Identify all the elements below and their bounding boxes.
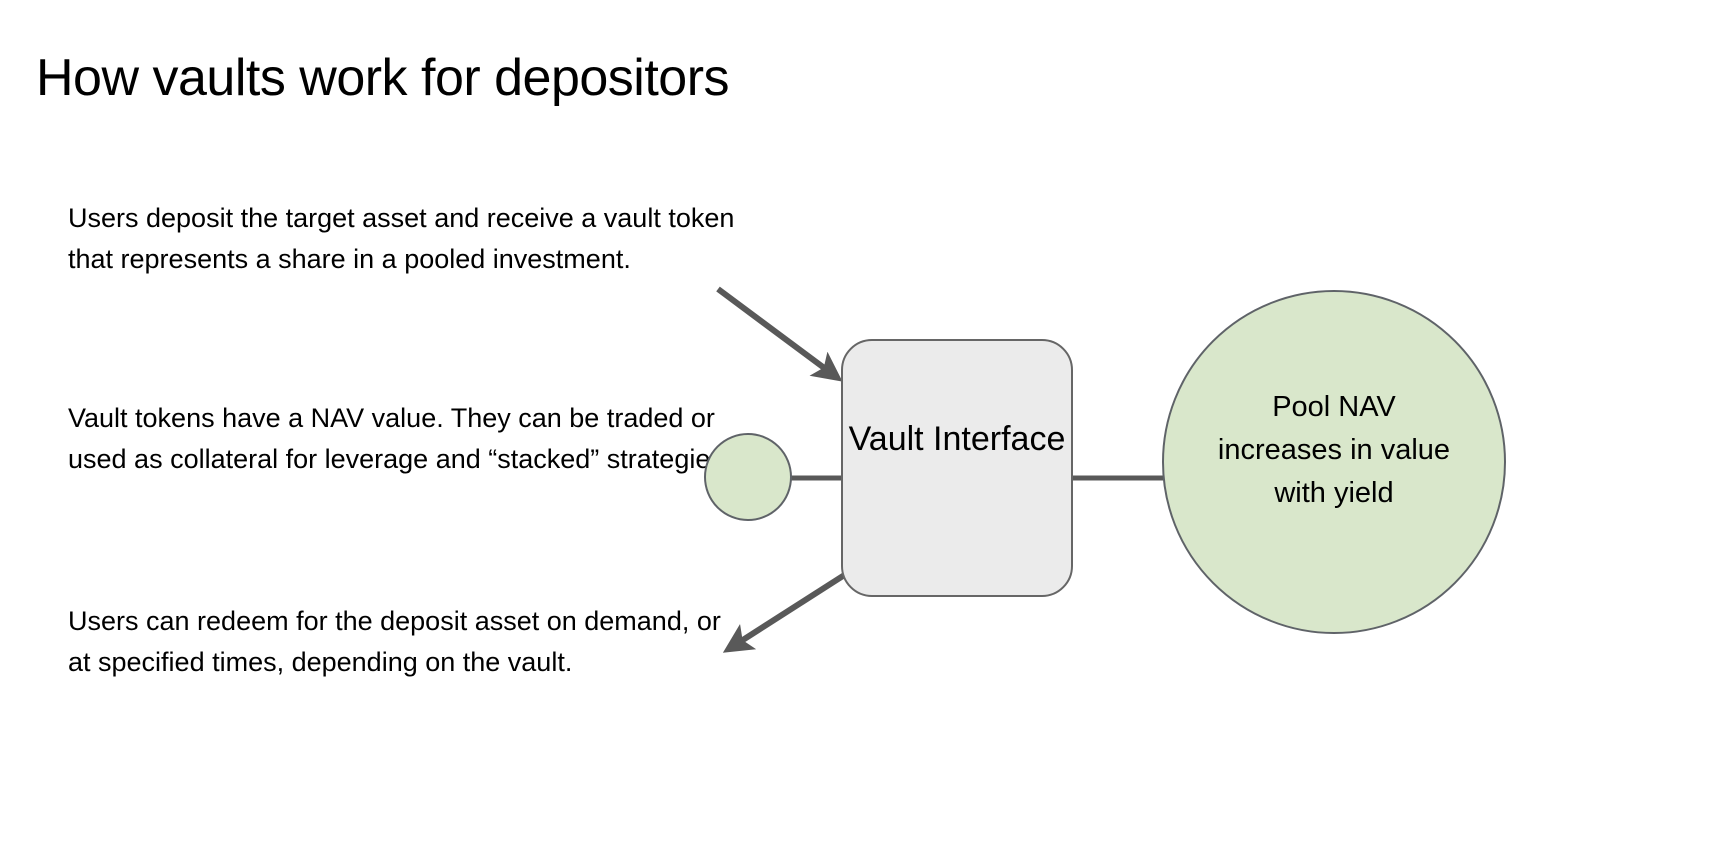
pool-nav-circle: [1162, 290, 1506, 634]
note-deposit: Users deposit the target asset and recei…: [68, 203, 735, 274]
note-nav: Vault tokens have a NAV value. They can …: [68, 403, 724, 474]
pool-nav-label: Pool NAV increases in value with yield: [1217, 391, 1451, 509]
page-title: How vaults work for depositors: [36, 49, 730, 107]
token-circle: [704, 433, 792, 521]
redeem-arrow: [722, 571, 848, 653]
note-redeem: Users can redeem for the deposit asset o…: [68, 606, 721, 677]
vault-interface-box: [841, 339, 1073, 597]
deposit-arrow: [716, 286, 843, 382]
vault-interface-label: Vault Interface: [848, 420, 1066, 458]
